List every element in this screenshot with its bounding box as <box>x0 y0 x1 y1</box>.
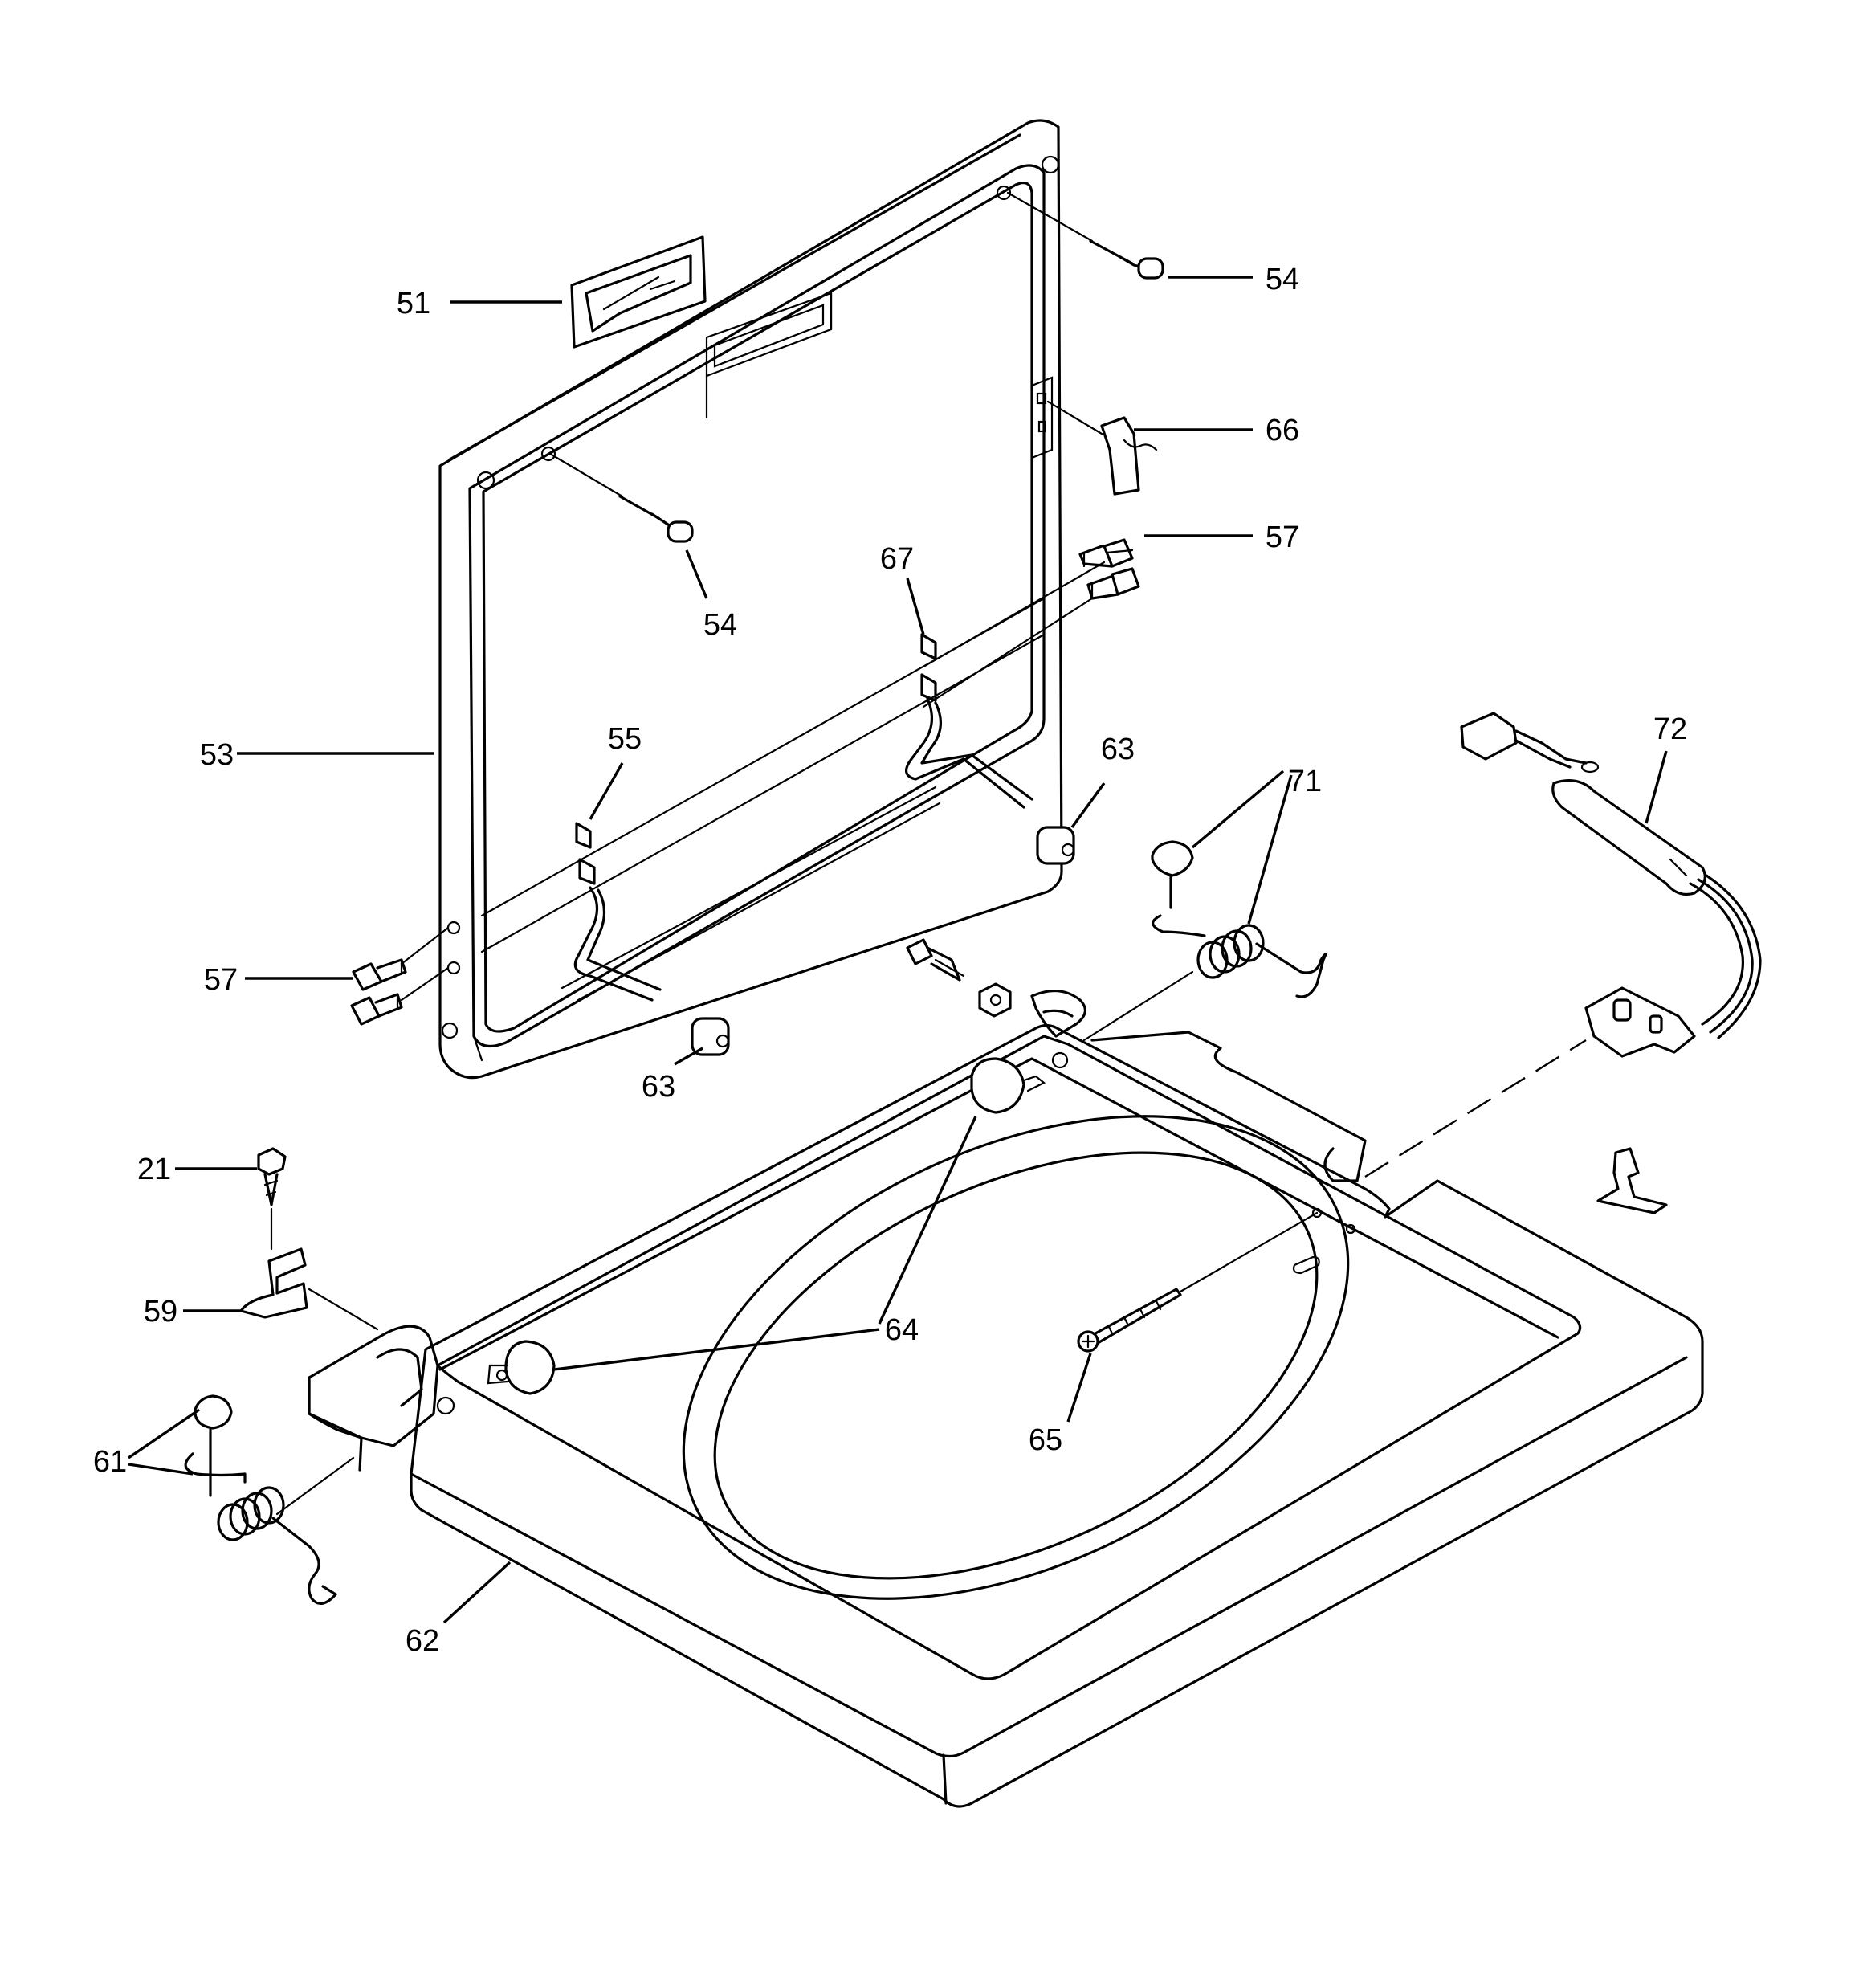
hinge-clip <box>1046 400 1158 496</box>
callout-62: 62 <box>406 1624 439 1658</box>
wire-harness <box>1364 712 1762 1178</box>
callout-labels: 51 54 66 57 54 67 53 55 63 71 72 57 63 2… <box>93 263 1687 1658</box>
screw-lower-b <box>350 993 403 1026</box>
callout-54-lower: 54 <box>703 608 737 642</box>
screw-upper-a <box>1078 538 1134 568</box>
callout-55: 55 <box>608 722 642 756</box>
callout-71: 71 <box>1288 765 1322 798</box>
panel-screw <box>1077 1211 1319 1353</box>
spring-right <box>1082 840 1327 1042</box>
callout-57-lower: 57 <box>204 963 238 997</box>
bumper-left <box>487 1340 556 1395</box>
callout-66: 66 <box>1266 414 1299 447</box>
leader-lines <box>128 276 1668 1624</box>
mounting-screw <box>257 1147 287 1251</box>
callout-21: 21 <box>137 1153 171 1186</box>
lid-handle <box>570 235 707 349</box>
callout-67: 67 <box>880 542 914 576</box>
callout-64: 64 <box>885 1313 919 1347</box>
callout-72: 72 <box>1653 712 1687 746</box>
lid-frame <box>438 119 1063 1080</box>
callout-51: 51 <box>397 287 430 320</box>
callout-65: 65 <box>1029 1423 1062 1457</box>
lid-rod-left <box>573 822 730 1056</box>
callout-63-left: 63 <box>642 1070 675 1104</box>
callout-61: 61 <box>93 1445 127 1479</box>
callout-57-upper: 57 <box>1266 520 1299 554</box>
callout-59: 59 <box>144 1295 177 1329</box>
hinge-nut <box>978 982 1012 1018</box>
lid-pin-lower <box>548 452 694 543</box>
callout-54-upper: 54 <box>1266 263 1299 296</box>
hinge-bolt <box>906 938 965 982</box>
spring-left <box>184 1394 355 1605</box>
callout-63-right: 63 <box>1101 733 1135 766</box>
lid-pin-upper <box>1006 191 1164 280</box>
tab-bracket <box>1596 1147 1668 1214</box>
callout-53: 53 <box>200 738 234 772</box>
top-panel <box>308 989 1704 1808</box>
mounting-clip <box>239 1247 379 1331</box>
screw-lower-a <box>352 958 407 991</box>
lid-rod-right <box>905 633 1075 865</box>
screw-upper-b <box>1086 567 1140 600</box>
bumper-right <box>970 1057 1046 1114</box>
